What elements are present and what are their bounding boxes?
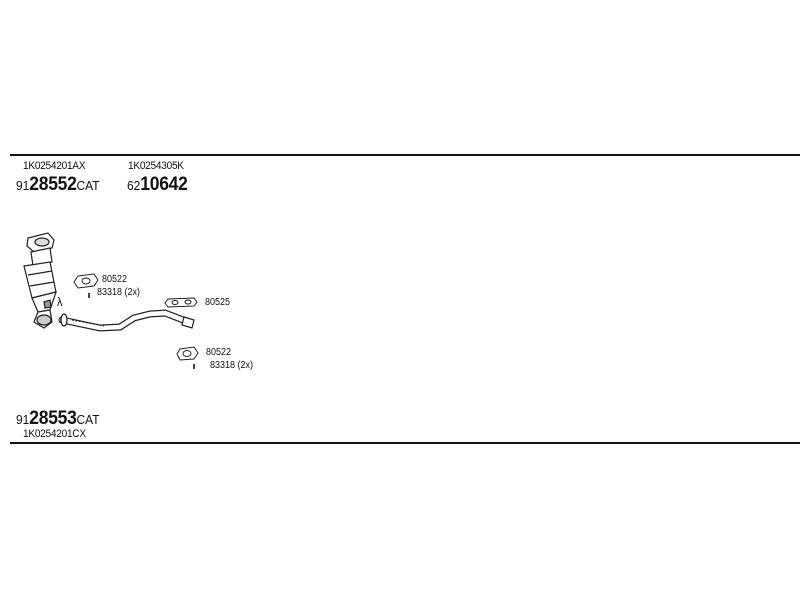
- bolt-lower-drawing: [193, 364, 195, 369]
- catalytic-converter-drawing: [23, 232, 57, 329]
- part-number-prefix: 91: [16, 412, 30, 427]
- part-code-front-pipe: 1K0254305K: [128, 160, 184, 172]
- part-number-catalytic-alt[interactable]: 9128553CAT: [16, 408, 100, 430]
- part-number-front-pipe[interactable]: 6210642: [127, 174, 188, 196]
- part-code-catalytic: 1K0254201AX: [23, 160, 86, 172]
- part-number-main: 28553: [29, 408, 77, 429]
- part-number-prefix: 62: [127, 178, 141, 193]
- front-pipe-drawing: [58, 309, 195, 332]
- part-number-main: 28552: [29, 174, 77, 195]
- lambda-sensor-symbol: λ: [57, 295, 63, 309]
- part-number-suffix: CAT: [76, 178, 100, 193]
- bolt-upper-label[interactable]: 83318 (2x): [97, 287, 141, 298]
- gasket-lower-label[interactable]: 80522: [206, 347, 232, 358]
- bolt-upper-drawing: [88, 293, 90, 298]
- gasket-lower-drawing: [176, 346, 199, 361]
- part-code-catalytic-alt: 1K0254201CX: [23, 428, 86, 440]
- top-divider: [10, 154, 800, 156]
- part-number-catalytic[interactable]: 9128552CAT: [16, 174, 100, 196]
- gasket-middle-label[interactable]: 80525: [205, 297, 231, 308]
- part-number-main: 10642: [140, 174, 188, 195]
- part-number-prefix: 91: [16, 178, 30, 193]
- part-number-suffix: CAT: [76, 412, 100, 427]
- gasket-upper-drawing: [73, 273, 99, 289]
- gasket-upper-label[interactable]: 80522: [102, 274, 128, 285]
- bottom-divider: [10, 442, 800, 444]
- gasket-middle-drawing: [164, 297, 198, 308]
- bolt-lower-label[interactable]: 83318 (2x): [210, 360, 254, 371]
